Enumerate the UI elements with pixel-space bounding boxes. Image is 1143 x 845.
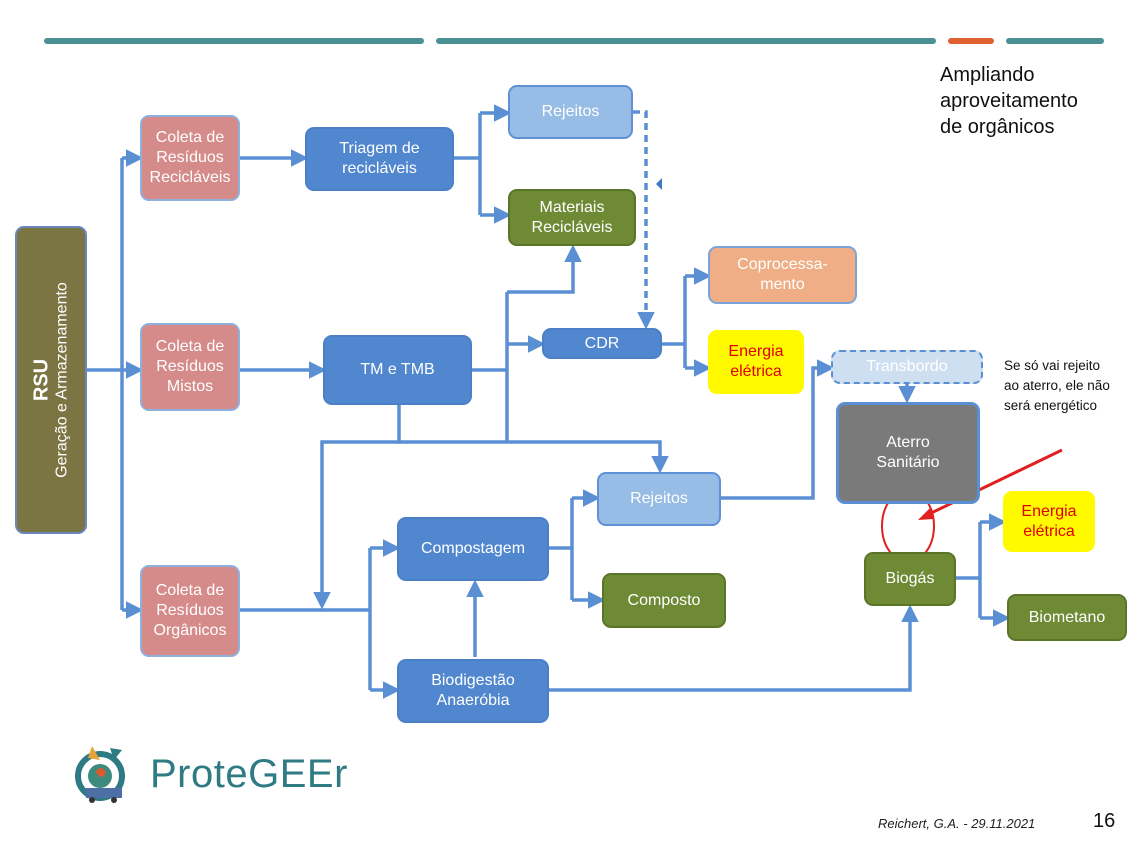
coleta-mistos-node: Coleta de Resíduos Mistos [140,323,240,411]
biogas-node: Biogás [864,552,956,606]
triagem-node: Triagem de recicláveis [305,127,454,191]
pointer-icon [656,178,662,190]
logo-text: ProteGEEr [150,752,348,796]
transbordo-node: Transbordo [831,350,983,384]
energia-eletrica-1-node: Energia elétrica [708,330,804,394]
energia-eletrica-2-node: Energia elétrica [1003,491,1095,552]
compostagem-node: Compostagem [397,517,549,581]
rejeitos-mid-node: Rejeitos [597,472,721,526]
header-bar-3 [1006,38,1104,44]
coleta-organicos-node: Coleta de Resíduos Orgânicos [140,565,240,657]
rsu-node: RSU Geração e Armazenamento [15,226,87,534]
footer-author: Reichert, G.A. - 29.11.2021 [878,816,1036,831]
biometano-node: Biometano [1007,594,1127,641]
coleta-reciclaveis-node: Coleta de Resíduos Recicláveis [140,115,240,201]
rejeitos-top-node: Rejeitos [508,85,633,139]
rsu-sublabel: Geração e Armazenamento [53,282,71,478]
aterro-sanitario-node: Aterro Sanitário [836,402,980,504]
rsu-label: RSU [30,358,53,402]
header-bar-1 [44,38,424,44]
cdr-node: CDR [542,328,662,359]
materiais-reciclaveis-node: Materiais Recicláveis [508,189,636,246]
header-bar-accent [948,38,994,44]
coprocessamento-node: Coprocessa- mento [708,246,857,304]
composto-node: Composto [602,573,726,628]
header-bar-2 [436,38,936,44]
annotation-arrow [924,448,1063,518]
page-number: 16 [1093,810,1116,832]
annotation-note: Se só vai rejeito ao aterro, ele não ser… [1004,358,1110,413]
slide-title: Ampliando aproveitamento de orgânicos [940,64,1078,138]
protegeer-logo-icon [75,746,125,803]
tm-tmb-node: TM e TMB [323,335,472,405]
biodigestao-node: Biodigestão Anaeróbia [397,659,549,723]
